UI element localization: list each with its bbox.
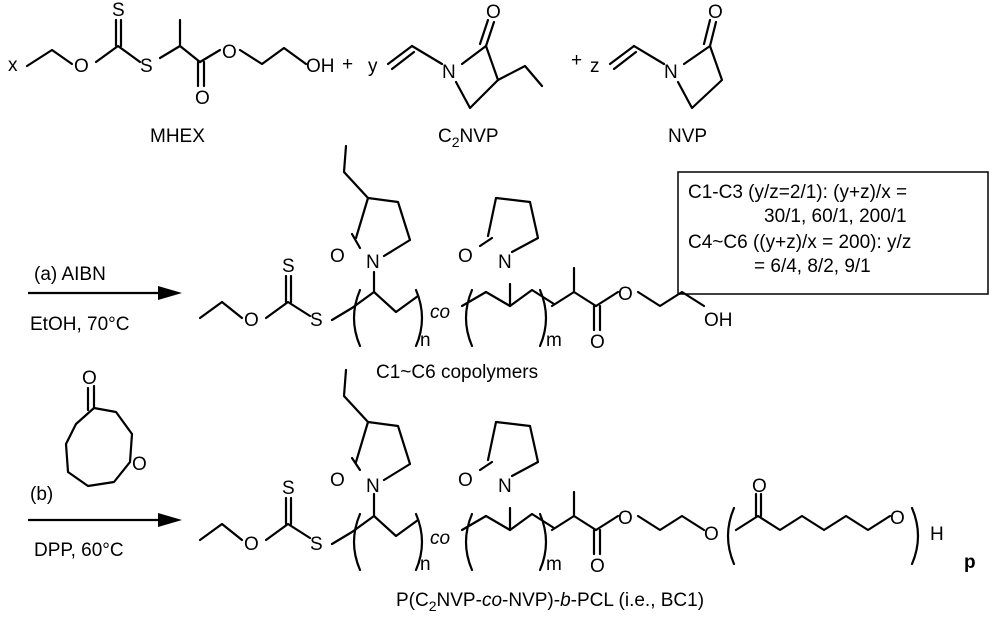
- atom-s: S: [140, 56, 153, 77]
- copolymer-structure: O S S N O n co N O m O O OH C1~C6 copo: [198, 144, 733, 383]
- copolymers-label: C1~C6 copolymers: [376, 362, 538, 383]
- subscript-n: n: [420, 554, 431, 575]
- atom-o-carbonyl: O: [590, 556, 605, 577]
- atom-o-lactam: O: [330, 246, 345, 267]
- box-line-2: 30/1, 60/1, 200/1: [764, 206, 907, 227]
- atom-o-caprolactone: O: [82, 368, 97, 389]
- atom-o-carbonyl: O: [590, 332, 605, 353]
- atom-n: N: [664, 62, 678, 83]
- box-line-3: C4~C6 ((y+z)/x = 200): y/z: [688, 232, 911, 253]
- co-label: co: [430, 302, 450, 323]
- atom-n: N: [442, 62, 456, 83]
- co-label: co: [430, 528, 450, 549]
- atom-o-ester: O: [618, 284, 633, 305]
- atom-s: S: [310, 534, 323, 555]
- atom-o: O: [244, 534, 259, 555]
- atom-n: N: [366, 252, 380, 273]
- atom-o-ring: O: [132, 454, 147, 475]
- final-product-label: P(C2NVP-co-NVP)-b-PCL (i.e., BC1): [396, 590, 704, 614]
- atom-o-lactam: O: [458, 246, 473, 267]
- atom-o-ester: O: [618, 508, 633, 529]
- step-a-arrow: (a) AIBN EtOH, 70°C: [28, 264, 182, 335]
- atom-oh: OH: [306, 56, 335, 77]
- coefficient-y: y: [368, 56, 378, 77]
- c2nvp-label: C2NVP: [438, 126, 499, 150]
- atom-s-thione: S: [282, 256, 295, 277]
- atom-oh: OH: [704, 310, 733, 331]
- atom-o-lactam: O: [330, 470, 345, 491]
- atom-o-lactam: O: [708, 2, 723, 23]
- step-b-label: (b): [30, 484, 53, 505]
- step-a-conditions: EtOH, 70°C: [30, 314, 129, 335]
- mhex-label: MHEX: [150, 126, 205, 147]
- atom-o: O: [244, 310, 259, 331]
- atom-n: N: [498, 252, 512, 273]
- coefficient-z: z: [590, 56, 600, 77]
- box-line-1: C1-C3 (y/z=2/1): (y+z)/x =: [688, 182, 907, 203]
- atom-o-ester: O: [222, 42, 237, 63]
- step-b-arrow: O O (b) DPP, 60°C: [28, 368, 182, 561]
- atom-n: N: [366, 476, 380, 497]
- subscript-m: m: [546, 330, 562, 351]
- box-line-4: = 6/4, 8/2, 9/1: [754, 256, 871, 277]
- step-a-reagent: (a) AIBN: [34, 264, 106, 285]
- mhex-structure: x O S S O O OH MHEX: [8, 0, 335, 147]
- atom-o: O: [74, 56, 89, 77]
- plus-sign: +: [342, 54, 353, 75]
- atom-o-lactam: O: [486, 2, 501, 23]
- c2nvp-structure: y N O C2NVP: [368, 2, 544, 150]
- subscript-m: m: [546, 554, 562, 575]
- coefficient-x: x: [8, 55, 18, 76]
- subscript-n: n: [420, 330, 431, 351]
- atom-o-lactam: O: [458, 470, 473, 491]
- block-copolymer-structure: O S S N O n co N O m O O O: [198, 368, 976, 614]
- atom-s-thione: S: [282, 478, 295, 499]
- atom-o-pcl: O: [890, 508, 905, 529]
- plus-sign: +: [571, 50, 582, 71]
- atom-o-ether: O: [704, 524, 719, 545]
- atom-o-pcl-carbonyl: O: [752, 476, 767, 497]
- atom-h: H: [930, 524, 944, 545]
- nvp-structure: z N O NVP: [590, 2, 724, 147]
- nvp-label: NVP: [668, 126, 707, 147]
- atom-n: N: [498, 476, 512, 497]
- atom-o-carbonyl: O: [195, 88, 210, 109]
- subscript-p: p: [964, 552, 976, 573]
- conditions-box: C1-C3 (y/z=2/1): (y+z)/x = 30/1, 60/1, 2…: [677, 171, 989, 295]
- atom-s: S: [310, 310, 323, 331]
- step-b-conditions: DPP, 60°C: [34, 540, 124, 561]
- atom-s-thione: S: [112, 0, 125, 21]
